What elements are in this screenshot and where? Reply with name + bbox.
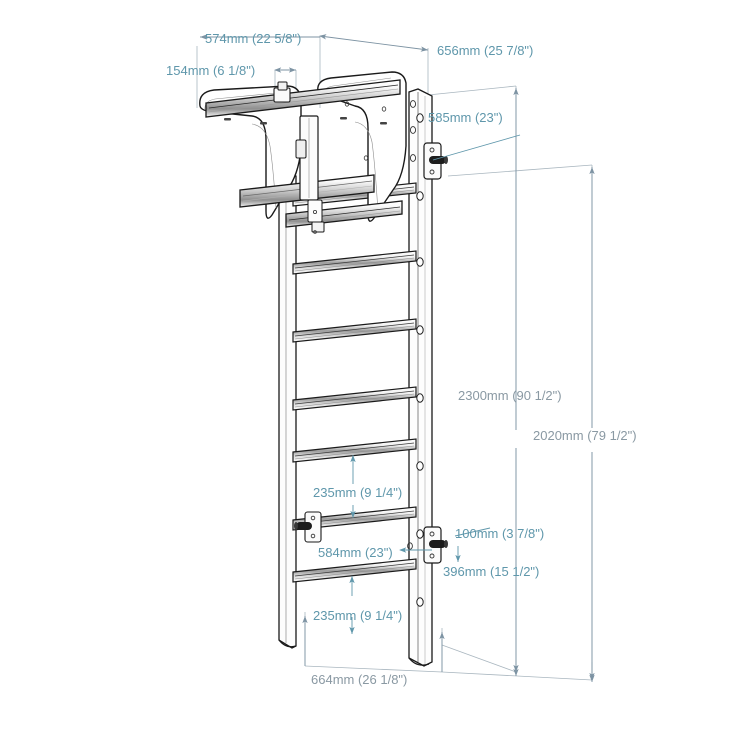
rung xyxy=(292,558,417,583)
dim-label-396: 396mm (15 1/2") xyxy=(443,564,539,579)
dim-label-235-lower: 235mm (9 1/4") xyxy=(313,608,402,623)
dim-label-574: 574mm (22 5/8") xyxy=(205,31,301,46)
right-rail xyxy=(407,88,433,667)
dim-label-154: 154mm (6 1/8") xyxy=(166,63,255,78)
dim-label-2300: 2300mm (90 1/2") xyxy=(458,388,562,403)
dimension-lines xyxy=(200,34,595,682)
wall-bars-ladder-assembly xyxy=(199,71,448,667)
rung xyxy=(292,386,417,411)
rung xyxy=(292,250,417,275)
leader-100 xyxy=(454,527,491,537)
wall-bracket-lower xyxy=(423,526,448,564)
dim-label-585: 585mm (23") xyxy=(428,110,503,125)
rung-bracket-left xyxy=(294,511,322,543)
dim-label-584: 584mm (23") xyxy=(318,545,393,560)
center-connector xyxy=(273,81,325,234)
rung xyxy=(292,438,417,463)
pullup-bar-upper xyxy=(205,79,401,118)
dimension-lines-teal xyxy=(349,134,521,634)
dim-label-664: 664mm (26 1/8") xyxy=(311,672,407,687)
dimline-656 xyxy=(319,34,429,52)
left-rail xyxy=(278,166,297,649)
leader-585 xyxy=(432,134,521,161)
dim-label-235-upper: 235mm (9 1/4") xyxy=(313,485,402,500)
dim-label-100: 100mm (3 7/8") xyxy=(455,526,544,541)
dim-label-2020: 2020mm (79 1/2") xyxy=(533,428,637,443)
wall-bracket-upper xyxy=(423,142,448,180)
dim-label-656: 656mm (25 7/8") xyxy=(437,43,533,58)
rung xyxy=(292,318,417,343)
